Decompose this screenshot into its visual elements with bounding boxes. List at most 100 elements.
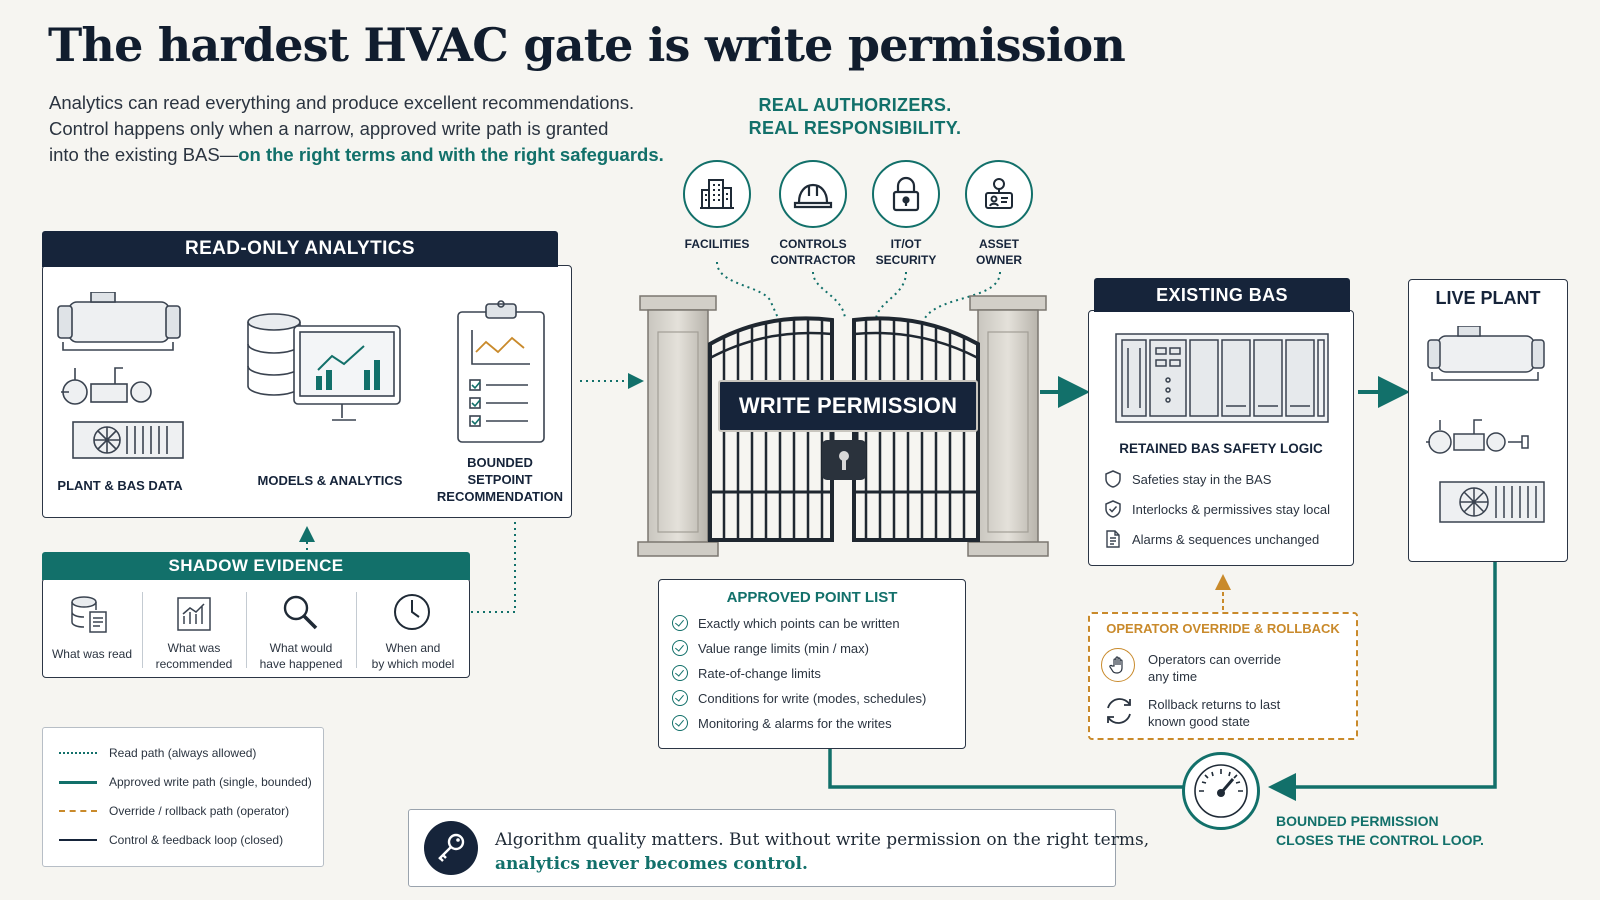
magnifier-icon bbox=[283, 595, 318, 630]
footer-callout bbox=[408, 809, 1116, 887]
shield-icon bbox=[1105, 470, 1121, 488]
it-ot-security-label-line-1: IT/OT bbox=[890, 237, 922, 251]
building-icon bbox=[700, 179, 734, 209]
shadow-item-recommended-line-2: recommended bbox=[155, 657, 233, 671]
retained-bas-safety-logic-label: RETAINED BAS SAFETY LOGIC bbox=[1119, 441, 1323, 456]
rollback-cycle-icon bbox=[1107, 698, 1131, 724]
clock-icon bbox=[394, 594, 430, 630]
key-badge bbox=[424, 821, 478, 875]
asset-owner-label-line-2: OWNER bbox=[976, 253, 1022, 267]
authorizers-heading-line-1: REAL AUTHORIZERS. bbox=[758, 95, 952, 115]
rollback-line-2: known good state bbox=[1148, 714, 1250, 729]
bounded-permission-line-1: BOUNDED PERMISSION bbox=[1276, 813, 1439, 829]
write-permission-sign: WRITE PERMISSION bbox=[718, 380, 978, 432]
intro-line-3-prefix: into the existing BAS— bbox=[49, 144, 239, 165]
bas-safety-item: Safeties stay in the BAS bbox=[1104, 470, 1271, 488]
legend-text: Control & feedback loop (closed) bbox=[109, 833, 284, 847]
legend-item: Approved write path (single, bounded) bbox=[59, 775, 312, 789]
existing-bas-header: EXISTING BAS bbox=[1094, 278, 1350, 312]
intro-line-2: Control happens only when a narrow, appr… bbox=[49, 118, 609, 139]
bas-safety-item-text: Safeties stay in the BAS bbox=[1132, 471, 1272, 487]
legend-solid-navy-line bbox=[59, 839, 97, 841]
asset-owner-label-line-1: ASSET bbox=[978, 237, 1019, 251]
legend-text: Approved write path (single, bounded) bbox=[109, 775, 312, 789]
shadow-item-read: What was read bbox=[44, 646, 140, 662]
bounded-permission-line-2: CLOSES THE CONTROL LOOP. bbox=[1276, 832, 1484, 848]
approved-item: Monitoring & alarms for the writes bbox=[672, 715, 892, 731]
rec-label-line-3: RECOMMENDATION bbox=[436, 489, 564, 504]
read-only-analytics-header: READ-ONLY ANALYTICS bbox=[42, 231, 558, 267]
legend-item: Control & feedback loop (closed) bbox=[59, 833, 283, 847]
intro-line-1: Analytics can read everything and produc… bbox=[49, 92, 635, 113]
hand-icon bbox=[1109, 656, 1123, 674]
person-badge-icon bbox=[985, 178, 1013, 209]
left-pillar bbox=[637, 295, 719, 557]
asset-owner-authorizer bbox=[965, 160, 1033, 228]
shadow-item-recommended-line-1: What was bbox=[167, 641, 221, 655]
it-ot-security-label-line-2: SECURITY bbox=[875, 253, 937, 267]
hand-stop-icon bbox=[1101, 648, 1135, 682]
override-line-2: any time bbox=[1148, 669, 1198, 684]
it-ot-security-authorizer bbox=[872, 160, 940, 228]
legend-item: Read path (always allowed) bbox=[59, 746, 256, 760]
shadow-divider bbox=[142, 592, 143, 668]
shadow-evidence-panel bbox=[42, 578, 470, 678]
right-pillar bbox=[967, 295, 1049, 557]
approved-item: Exactly which points can be written bbox=[672, 615, 900, 631]
operator-override-panel bbox=[1088, 612, 1358, 740]
database-document-icon bbox=[71, 596, 107, 633]
approved-point-list-panel bbox=[658, 579, 966, 749]
footer-line-2: analytics never becomes control. bbox=[495, 854, 808, 874]
controls-contractor-authorizer bbox=[779, 160, 847, 228]
footer-line-1: Algorithm quality matters. But without w… bbox=[495, 830, 1150, 850]
legend-item: Override / rollback path (operator) bbox=[59, 804, 289, 818]
document-icon bbox=[1106, 530, 1120, 548]
legend-dotted-line bbox=[59, 752, 97, 754]
check-circle-icon bbox=[672, 640, 688, 656]
intro-line-3: into the existing BAS—on the right terms… bbox=[49, 142, 689, 168]
approved-item: Value range limits (min / max) bbox=[672, 640, 869, 656]
gauge-icon bbox=[1194, 764, 1248, 818]
rollback-text: Rollback returns to last known good stat… bbox=[1148, 696, 1280, 730]
shadow-divider bbox=[246, 592, 247, 668]
override-line-1: Operators can override bbox=[1148, 652, 1281, 667]
bas-safety-item: Interlocks & permissives stay local bbox=[1104, 500, 1330, 518]
models-analytics-label: MODELS & ANALYTICS bbox=[257, 473, 403, 488]
page-title: The hardest HVAC gate is write permissio… bbox=[48, 18, 1126, 72]
bounded-setpoint-recommendation-label: BOUNDED SETPOINT RECOMMENDATION bbox=[430, 454, 570, 505]
legend: Read path (always allowed) Approved writ… bbox=[42, 727, 324, 867]
shadow-divider bbox=[356, 592, 357, 668]
shield-check-icon bbox=[1105, 500, 1121, 518]
controls-contractor-label-line-2: CONTRACTOR bbox=[770, 253, 856, 267]
bas-safety-item-text: Interlocks & permissives stay local bbox=[1132, 501, 1330, 517]
intro-text: Analytics can read everything and produc… bbox=[49, 90, 689, 168]
controls-contractor-label-line-1: CONTROLS bbox=[779, 237, 847, 251]
operator-override-header: OPERATOR OVERRIDE & ROLLBACK bbox=[1106, 621, 1340, 636]
padlock-icon bbox=[892, 176, 920, 212]
check-circle-icon bbox=[672, 715, 688, 731]
rec-label-line-2: SETPOINT bbox=[467, 472, 533, 487]
asset-owner-label: ASSET OWNER bbox=[944, 236, 1054, 268]
chart-document-icon bbox=[177, 597, 211, 631]
bas-safety-item: Alarms & sequences unchanged bbox=[1104, 530, 1319, 548]
facilities-authorizer bbox=[683, 160, 751, 228]
authorizers-heading: REAL AUTHORIZERS. REAL RESPONSIBILITY. bbox=[690, 94, 1020, 140]
rollback-line-1: Rollback returns to last bbox=[1148, 697, 1281, 712]
plant-equipment-icon bbox=[57, 292, 184, 459]
check-circle-icon bbox=[672, 615, 688, 631]
hard-hat-icon bbox=[793, 183, 833, 209]
facilities-label: FACILITIES bbox=[662, 236, 772, 252]
models-analytics-icon bbox=[247, 313, 401, 421]
facilities-label-line-1: FACILITIES bbox=[684, 237, 750, 251]
shadow-item-when-line-1: When and bbox=[385, 641, 441, 655]
controls-contractor-label: CONTROLS CONTRACTOR bbox=[758, 236, 868, 268]
rec-label-line-1: BOUNDED bbox=[467, 455, 533, 470]
plant-bas-data-label: PLANT & BAS DATA bbox=[57, 478, 183, 493]
shadow-item-recommended: What was recommended bbox=[144, 640, 244, 672]
bounded-permission-caption: BOUNDED PERMISSION CLOSES THE CONTROL LO… bbox=[1276, 812, 1484, 850]
approved-item-text: Rate-of-change limits bbox=[698, 665, 821, 681]
override-text: Operators can override any time bbox=[1148, 651, 1281, 685]
clipboard-recommendation-icon bbox=[457, 300, 545, 443]
approved-point-list-header: APPROVED POINT LIST bbox=[726, 589, 898, 606]
